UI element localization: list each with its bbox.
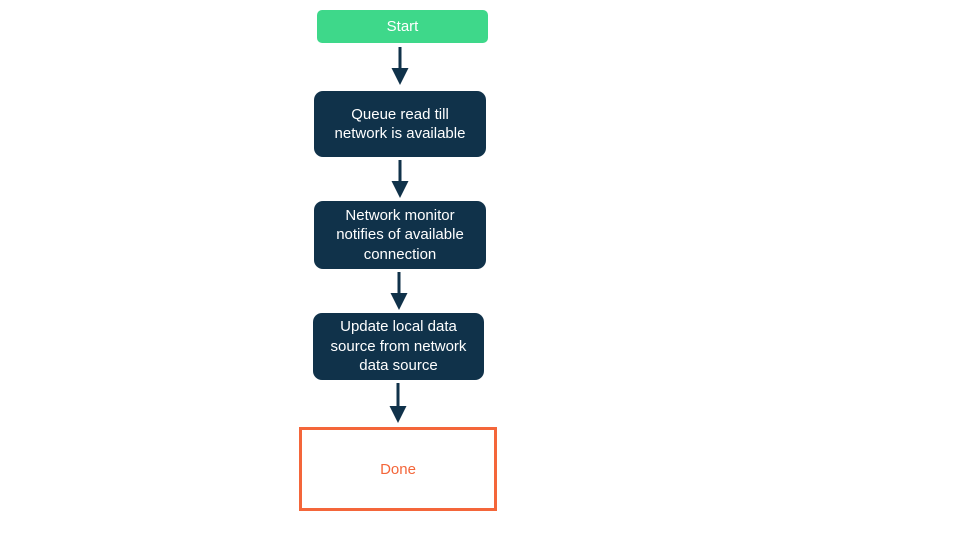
arrowhead-icon [389,406,407,423]
node-update-local-data-source-label: Update local data source from network da… [330,318,467,375]
node-queue-read-label: Queue read till network is available [334,105,466,143]
node-done[interactable]: Done [299,427,497,511]
node-start-label: Start [386,17,419,35]
node-done-label: Done [380,460,416,478]
connector-monitor-to-update [390,272,408,310]
connector-update-to-done [389,383,407,423]
arrowhead-icon [390,293,408,310]
node-update-local-data-source[interactable]: Update local data source from network da… [313,313,484,380]
node-network-monitor-label: Network monitor notifies of available co… [336,206,464,263]
arrowhead-icon [391,181,409,198]
node-start[interactable]: Start [317,10,488,43]
connector-queue-to-monitor [391,160,409,198]
arrowhead-icon [391,68,409,85]
connector-start-to-queue [391,47,409,85]
node-network-monitor[interactable]: Network monitor notifies of available co… [314,201,486,269]
node-queue-read[interactable]: Queue read till network is available [314,91,486,157]
